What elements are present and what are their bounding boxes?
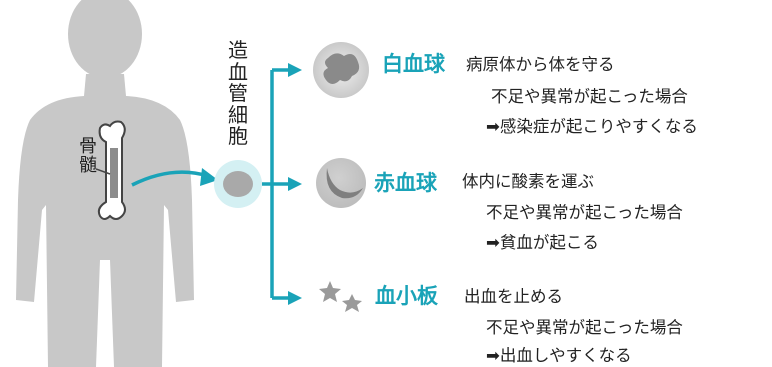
bone-marrow-label: 骨髄: [79, 136, 97, 176]
cell-role-wbc: 病原体から体を守る: [466, 55, 615, 74]
human-body-silhouette: [16, 0, 194, 367]
marrow-to-stem-cell-arrow: [131, 168, 218, 187]
cell-shortage-wbc: 不足や異常が起こった場合: [491, 87, 688, 106]
bone-marrow-core: [110, 148, 118, 198]
cell-shortage-platelet: 不足や異常が起こった場合: [486, 318, 683, 337]
cell-name-rbc: 赤血球: [374, 171, 437, 195]
torso-and-limbs: [16, 74, 194, 367]
branch-connector: [262, 68, 290, 300]
head: [68, 0, 142, 78]
cell-name-platelet: 血小板: [375, 284, 438, 308]
platelet-icon: [319, 281, 362, 312]
stem-cell-label: 造血管細胞: [228, 38, 248, 149]
cell-effect-platelet: ➡出血しやすくなる: [486, 346, 632, 365]
cell-role-rbc: 体内に酸素を運ぶ: [462, 172, 594, 191]
arrowhead-rbc: [288, 177, 302, 191]
red-blood-cell-icon: [316, 158, 366, 208]
bone-icon: [97, 120, 126, 220]
cell-effect-wbc: ➡感染症が起こりやすくなる: [486, 117, 698, 136]
cell-shortage-rbc: 不足や異常が起こった場合: [486, 203, 683, 222]
bone-marrow-leader-line: [96, 168, 111, 175]
stem-cell-icon: [214, 160, 262, 208]
cell-name-wbc: 白血球: [382, 52, 445, 76]
white-blood-cell-icon: [313, 42, 369, 98]
cell-effect-rbc: ➡貧血が起こる: [486, 233, 599, 252]
arrowhead-wbc: [288, 63, 302, 77]
arrowhead-platelet: [288, 291, 302, 305]
cell-role-platelet: 出血を止める: [464, 287, 563, 306]
